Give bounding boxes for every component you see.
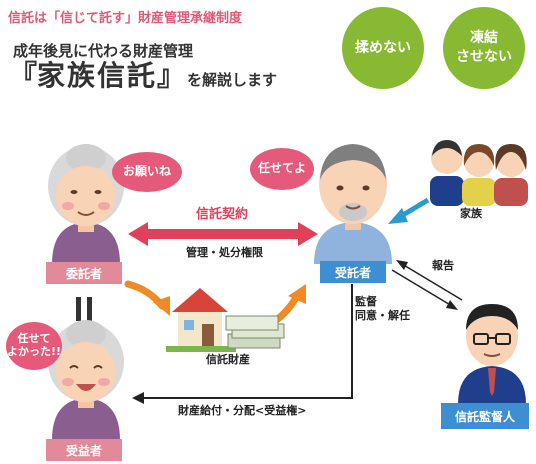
tagline: 信託は「信じて託す」財産管理承継制度 [8,11,243,26]
main-title: 『家族信託』を解説します [9,62,277,90]
label-report: 報告 [432,259,454,272]
role-beneficiary: 受益者 [46,439,122,461]
label-family: 家族 [460,207,482,220]
badge-no-dispute: 揉めない [342,7,424,89]
badge-no-freeze: 凍結 させない [443,7,525,89]
title-words: 家族信託 [37,59,158,92]
subtitle: 成年後見に代わる財産管理 [13,42,194,60]
title-open-bracket: 『 [9,59,38,92]
speech-bubble-glad: 任せて よかった!! [6,322,62,370]
label-trust-property: 信託財産 [206,353,250,366]
beneficiary-illustration [48,320,124,440]
speech-bubble-glad-line1: 任せて [17,332,51,346]
badge-no-dispute-line1: 揉めない [355,39,411,56]
family-illustration [430,140,528,206]
title-suffix: を解説します [187,71,278,89]
role-settlor: 委託者 [46,262,122,284]
label-oversight: 監督 同意・解任 [355,295,410,324]
label-benefit-distribution: 財産給付・分配<受益権> [178,404,307,417]
role-trustee: 受託者 [320,261,386,283]
contract-arrow [128,222,318,246]
label-oversight-line2: 同意・解任 [355,309,410,323]
title-close-bracket: 』 [157,59,186,92]
family-arrow [388,197,430,224]
label-admin-authority: 管理・処分権限 [186,246,263,259]
role-supervisor: 信託監督人 [441,403,529,429]
speech-bubble-request: お願いね [112,152,182,192]
speech-bubble-leave-it: 任せてよ [250,148,314,190]
oversight-arrow [391,269,458,310]
money-stack-icon [225,315,285,349]
house-icon [166,288,236,352]
benefit-arrow [132,284,353,404]
badge-no-freeze-line1: 凍結 [470,30,498,47]
settlor-illustration [48,144,124,264]
equals-icon [76,297,92,321]
supervisor-illustration [458,304,526,404]
orange-arrow-to-property [124,280,170,316]
badge-no-freeze-line2: させない [456,49,512,65]
speech-bubble-glad-line2: よかった!! [6,345,62,358]
trustee-illustration [314,144,392,264]
label-trust-contract: 信託契約 [196,207,249,222]
report-arrow [396,260,463,301]
label-oversight-line1: 監督 [355,295,377,308]
